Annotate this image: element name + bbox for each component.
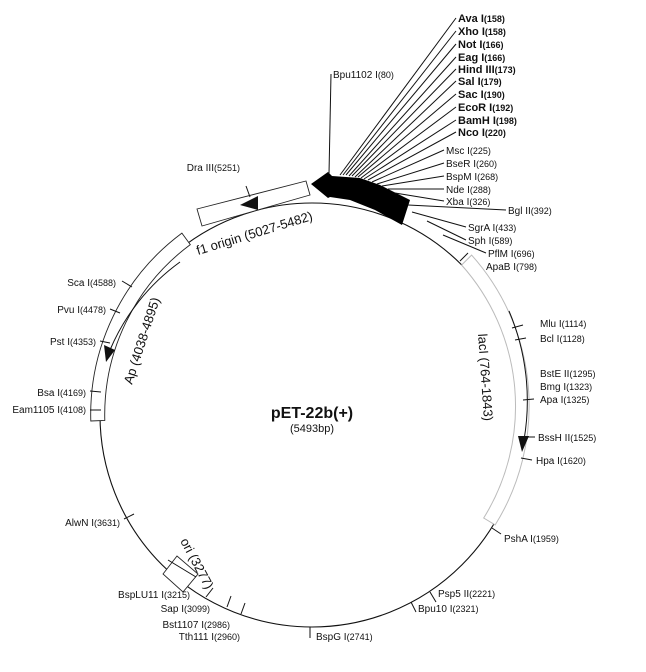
site-bpu1102-i: Bpu1102 I(80) (333, 70, 394, 81)
leader-bser (376, 162, 445, 185)
site-not-i: Not I(166) (458, 39, 503, 51)
site-dra-iii: Dra III(5251) (187, 163, 240, 174)
tick-sap (205, 587, 214, 598)
tick-psp5 (429, 591, 437, 603)
leader-hind (351, 68, 457, 177)
site-pvu-i: Pvu I(4478) (57, 305, 106, 316)
site-xho-i: Xho I(158) (458, 26, 506, 38)
site-bste-ii: BstE II(1295) (540, 369, 595, 380)
site-bssh-ii: BssH II(1525) (538, 433, 596, 444)
leader-msc (371, 149, 445, 183)
ori-feature-box (162, 555, 199, 593)
leader-eag (348, 56, 457, 177)
tick-bpu10 (410, 601, 417, 613)
site-sca-i: Sca I(4588) (67, 278, 116, 289)
site-eam1105-i: Eam1105 I(4108) (12, 405, 86, 416)
site-bsplu11-i: BspLU11 I(3215) (118, 590, 190, 601)
site-bsa-i: Bsa I(4169) (37, 388, 86, 399)
ap-direction-arrow (109, 261, 181, 351)
leader-bpu1102 (328, 73, 332, 175)
leader-sgra (411, 211, 467, 228)
leader-bglii (407, 204, 507, 211)
tick-dra (245, 185, 251, 198)
tick-pst (99, 340, 111, 344)
site-tth111-i: Tth111 I(2960) (179, 632, 240, 643)
tick-bcl (514, 337, 527, 341)
leader-xho (342, 30, 457, 176)
leader-sac (357, 93, 457, 178)
leader-xba (394, 192, 445, 202)
tick-apa (522, 398, 535, 401)
label-laci: lacI (764-1843) (475, 333, 496, 421)
site-bst1107-i: Bst1107 I(2986) (162, 620, 230, 631)
tick-bst1107 (226, 595, 232, 608)
site-pflm-i: PflM I(696) (488, 249, 535, 260)
leader-not (345, 43, 457, 176)
site-bspm-i: BspM I(268) (446, 172, 498, 183)
site-psp5-ii: Psp5 II(2221) (438, 589, 495, 600)
site-hpa-i: Hpa I(1620) (536, 456, 586, 467)
tick-psha (491, 527, 502, 535)
mcs-promoter-arrow (311, 172, 410, 225)
tick-pvu (109, 308, 121, 314)
site-mlu-i: Mlu I(1114) (540, 319, 586, 330)
leader-nco (367, 131, 457, 181)
leader-bamh (363, 119, 457, 180)
f1-origin-arrowhead (240, 196, 258, 210)
leader-ecor (360, 106, 457, 179)
plasmid-name: pET-22b(+) (271, 405, 353, 422)
site-hind-iii: Hind III(173) (458, 64, 516, 76)
leader-bspm (381, 175, 445, 187)
site-sap-i: Sap I(3099) (161, 604, 210, 615)
ori-direction-mark (167, 559, 197, 578)
leader-ava (339, 17, 457, 176)
ap-feature-box (90, 232, 191, 422)
site-bpu10-i: Bpu10 I(2321) (418, 604, 479, 615)
tick-sca (121, 280, 133, 288)
tick-mlu (511, 324, 524, 329)
site-bcl-i: Bcl I(1128) (540, 334, 585, 345)
tick-bsa (89, 390, 102, 393)
tick-tth111 (240, 602, 246, 615)
site-nco-i: Nco I(220) (458, 127, 506, 139)
site-alwn-i: AlwN I(3631) (65, 518, 120, 529)
site-sal-i: Sal I(179) (458, 76, 502, 88)
site-xba-i: Xba I(326) (446, 197, 490, 208)
laci-direction-arrow (508, 310, 528, 441)
site-eag-i: Eag I(166) (458, 52, 505, 64)
tick-alwn (123, 513, 135, 520)
site-msc-i: Msc I(225) (446, 146, 491, 157)
site-ecor-i: EcoR I(192) (458, 102, 513, 114)
ap-arrowhead (104, 345, 115, 362)
site-bmg-i: Bmg I(1323) (540, 382, 592, 393)
leader-sal (354, 80, 457, 178)
site-pst-i: Pst I(4353) (50, 337, 96, 348)
leader-sph (426, 220, 467, 241)
site-bgl-ii: Bgl II(392) (508, 206, 552, 217)
laci-feature-box (460, 254, 530, 526)
leader-pflm (442, 234, 487, 254)
site-bser-i: BseR I(260) (446, 159, 497, 170)
site-sac-i: Sac I(190) (458, 89, 505, 101)
site-apa-i: Apa I(1325) (540, 395, 589, 406)
laci-arrowhead (518, 436, 529, 452)
plasmid-size: (5493bp) (290, 423, 334, 435)
site-apab-i: ApaB I(798) (486, 262, 537, 273)
site-psha-i: PshA I(1959) (504, 534, 559, 545)
site-bamh-i: BamH I(198) (458, 115, 517, 127)
site-bspg-i: BspG I(2741) (316, 632, 373, 643)
site-sph-i: Sph I(589) (468, 236, 512, 247)
site-nde-i: Nde I(288) (446, 185, 491, 196)
tick-apab (459, 252, 469, 262)
site-ava-i: Ava I(158) (458, 13, 505, 25)
site-sgra-i: SgrA I(433) (468, 223, 516, 234)
tick-hpa (520, 457, 533, 461)
